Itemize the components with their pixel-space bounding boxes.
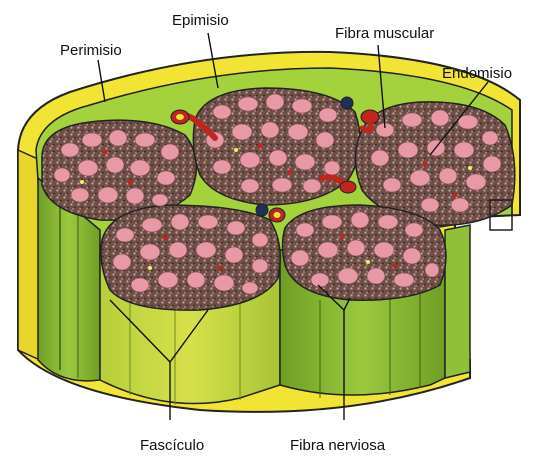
label-fasciculo: Fascículo: [140, 437, 204, 454]
label-epimisio: Epimisio: [172, 12, 229, 29]
label-endomisio: Endomisio: [442, 65, 512, 82]
label-fibra-muscular: Fibra muscular: [335, 25, 434, 42]
label-fibra-nerviosa: Fibra nerviosa: [290, 437, 386, 454]
label-perimisio: Perimisio: [60, 42, 122, 59]
